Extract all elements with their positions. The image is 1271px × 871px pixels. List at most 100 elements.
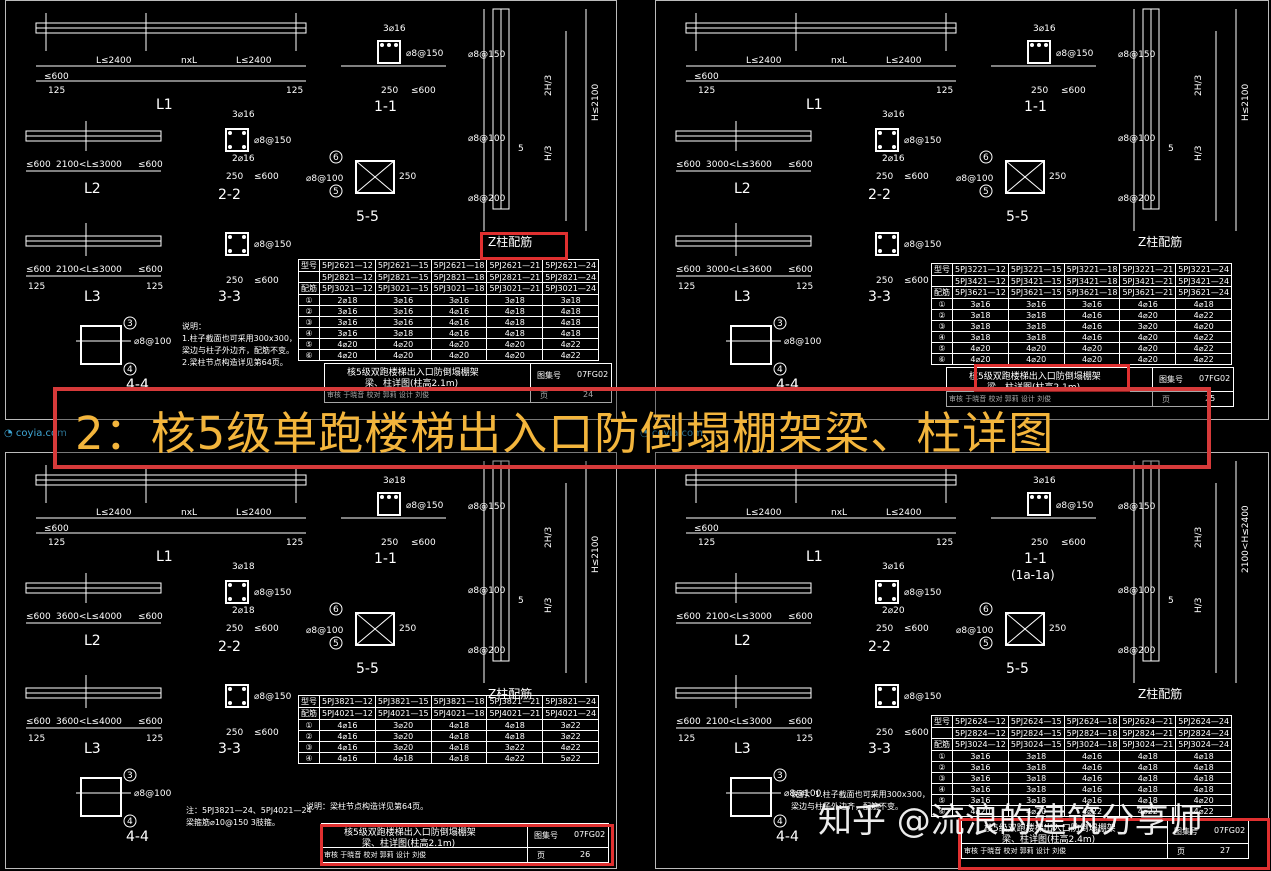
dim-l2: 3000<L≤3600 — [706, 160, 772, 170]
section-4-4: 3 4 ⌀8@100 — [726, 316, 822, 376]
watermark: 知乎 @流浪的建筑分享师 — [818, 801, 1203, 841]
svg-text:≤600: ≤600 — [1061, 538, 1086, 548]
svg-text:125: 125 — [286, 538, 303, 548]
label-L2: L2 — [734, 633, 751, 649]
svg-text:≤600: ≤600 — [904, 172, 929, 182]
svg-text:≤600: ≤600 — [254, 172, 279, 182]
svg-text:3⌀16: 3⌀16 — [882, 110, 905, 120]
svg-text:250: 250 — [876, 276, 893, 286]
svg-text:250: 250 — [399, 624, 416, 634]
svg-text:⌀8@150: ⌀8@150 — [1118, 502, 1156, 512]
svg-text:≤600: ≤600 — [138, 717, 163, 727]
svg-text:⌀8@150: ⌀8@150 — [1118, 50, 1156, 60]
banner-text: 2：核5级单跑楼梯出入口防倒塌棚架梁、柱详图 — [75, 407, 1055, 460]
page-label: 页 — [1177, 847, 1185, 856]
beam-L3: 2100<L≤3000 ≤600 ≤600 125 125 — [675, 675, 813, 744]
title-block-name: 核5级双跑楼梯出入口防倒塌棚架 — [347, 368, 479, 378]
label-4-4: 4-4 — [126, 829, 149, 845]
svg-text:125: 125 — [28, 282, 45, 292]
svg-text:5: 5 — [983, 187, 989, 197]
label-L1: L1 — [156, 549, 173, 565]
svg-text:3⌀16: 3⌀16 — [232, 110, 255, 120]
svg-text:H/3: H/3 — [544, 145, 554, 161]
label-L2: L2 — [734, 181, 751, 197]
svg-text:250: 250 — [876, 624, 893, 634]
logo-icon: ◔ — [640, 428, 649, 439]
section-3-3: ⌀8@150 250 ≤600 — [875, 684, 942, 738]
title-block-name: 核5级双跑楼梯出入口防倒塌棚架 — [984, 824, 1116, 834]
column-title: Z柱配筋 — [1138, 234, 1182, 249]
svg-text:4: 4 — [127, 817, 133, 827]
svg-text:H/3: H/3 — [1194, 597, 1204, 613]
svg-text:125: 125 — [936, 86, 953, 96]
svg-text:3: 3 — [127, 319, 133, 329]
atlas-label: 图集号 — [534, 831, 558, 840]
svg-text:⌀8@100: ⌀8@100 — [784, 789, 822, 799]
label-5-5: 5-5 — [356, 209, 379, 225]
column-title: Z柱配筋 — [488, 234, 532, 249]
beam-elevation-top: L≤2400 nxL L≤2400 ≤600 125 125 — [35, 13, 307, 96]
svg-text:125: 125 — [796, 282, 813, 292]
svg-text:⌀8@150: ⌀8@150 — [406, 501, 444, 511]
svg-text:250: 250 — [1031, 86, 1048, 96]
drawing-panel-25: L≤2400 nxL L≤2400 ≤600 125 125 L1 3000<L… — [655, 0, 1269, 420]
svg-text:≤600: ≤600 — [788, 612, 813, 622]
section-1-1: 3⌀16 ⌀8@150 250 ≤600 — [991, 476, 1096, 548]
drawing-panel-24: L≤2400 nxL L≤2400 ≤600 125 125 L1 2100<L… — [5, 0, 617, 420]
section-5-5: 6 5 ⌀8@100 250 — [306, 602, 416, 650]
section-1-1: 3⌀16 ⌀8@150 250 ≤600 — [341, 24, 446, 96]
svg-text:125: 125 — [146, 734, 163, 744]
section-3-3: ⌀8@150 250 ≤600 — [225, 684, 292, 738]
dim-top-span-2: L≤2400 — [886, 56, 922, 66]
svg-text:≤600: ≤600 — [26, 160, 51, 170]
label-1-1: 1-1 — [1024, 551, 1047, 567]
dim-l3: 2100<L≤3000 — [706, 717, 772, 727]
label-L3: L3 — [734, 289, 751, 305]
svg-text:3: 3 — [777, 771, 783, 781]
svg-text:125: 125 — [796, 734, 813, 744]
beam-L2: 2100<L≤3000 ≤600 ≤600 — [25, 121, 163, 172]
design-note: 说明： 1.柱子截面也可采用300x300， 梁边与柱子外边齐，配筋不变。 2.… — [182, 322, 297, 367]
svg-text:125: 125 — [698, 86, 715, 96]
svg-text:250: 250 — [1049, 172, 1066, 182]
svg-text:≤600: ≤600 — [904, 728, 929, 738]
svg-text:⌀8@150: ⌀8@150 — [904, 692, 942, 702]
highlight-z-column — [480, 232, 568, 260]
svg-text:≤600: ≤600 — [26, 717, 51, 727]
svg-text:3: 3 — [777, 319, 783, 329]
svg-text:6: 6 — [333, 605, 339, 615]
label-L3: L3 — [84, 741, 101, 757]
svg-text:2⌀20: 2⌀20 — [882, 606, 905, 616]
beam-elevation-top: L≤2400 nxL L≤2400 ≤600 125 125 — [685, 465, 957, 548]
dim-top-span: L≤2400 — [96, 56, 132, 66]
svg-text:≤600: ≤600 — [411, 86, 436, 96]
svg-text:⌀8@200: ⌀8@200 — [1118, 194, 1156, 204]
title-block: 核5级双跑楼梯出入口防倒塌棚架 梁、柱详图(柱高2.1m) 图集号 07FG02… — [321, 823, 609, 863]
site-logo-2: ◔ coyia.com — [640, 428, 703, 439]
svg-text:2⌀16: 2⌀16 — [882, 154, 905, 164]
svg-text:≤600: ≤600 — [788, 717, 813, 727]
svg-text:250: 250 — [399, 172, 416, 182]
section-3-3: ⌀8@150 250 ≤600 — [875, 232, 942, 286]
svg-text:≤600: ≤600 — [676, 265, 701, 275]
svg-text:2H/3: 2H/3 — [1194, 527, 1204, 548]
svg-text:H≤2100: H≤2100 — [591, 536, 601, 573]
dim-mid: nxL — [831, 508, 847, 518]
section-2-2: 3⌀16 ⌀8@150 2⌀20 250 ≤600 — [875, 562, 942, 634]
cad-drawing: L≤2400 nxL L≤2400 ≤600 125 125 L1 3600<L… — [25, 460, 601, 845]
atlas-number: 07FG02 — [1199, 374, 1231, 383]
